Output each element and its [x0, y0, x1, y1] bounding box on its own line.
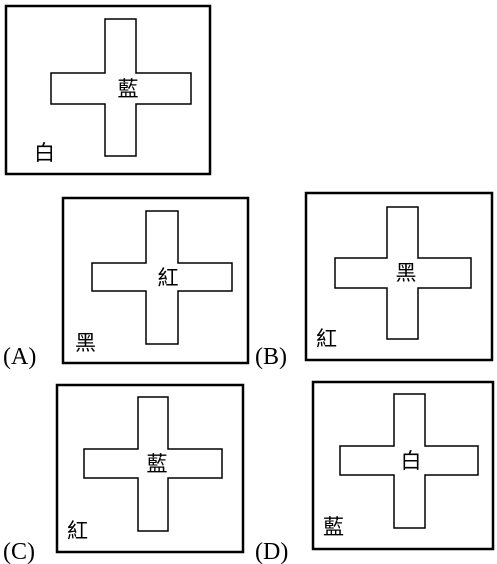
panel-question: 藍 白: [4, 4, 212, 176]
panel-option-c: (C) 藍 紅: [3, 383, 245, 564]
center-color-label: 藍: [147, 452, 168, 476]
option-label-a: (A): [3, 344, 36, 370]
corner-color-label: 紅: [67, 519, 88, 543]
cross-shape: [50, 18, 192, 157]
panel-frame: [55, 383, 245, 554]
center-color-label: 黑: [396, 261, 417, 285]
option-label-d: (D): [255, 539, 288, 564]
panel-frame: [304, 191, 494, 362]
panel-option-d: (D) 白 藍: [255, 380, 495, 564]
cross-shape: [83, 396, 223, 532]
center-color-label: 紅: [158, 266, 179, 290]
corner-color-label: 黑: [75, 331, 96, 355]
cross-shape: [91, 210, 233, 345]
panel-frame: [61, 196, 250, 365]
corner-color-label: 藍: [323, 515, 344, 539]
option-label-c: (C): [3, 539, 35, 564]
corner-color-label: 紅: [316, 327, 337, 351]
panel-option-b: (B) 黑 紅: [255, 191, 494, 370]
corner-color-label: 白: [34, 141, 55, 165]
center-color-label: 白: [401, 449, 422, 473]
center-color-label: 藍: [118, 77, 139, 101]
panel-frame: [311, 380, 495, 551]
cross-shape: [339, 393, 479, 529]
panel-frame: [4, 4, 212, 176]
cross-shape: [334, 206, 472, 340]
panel-option-a: (A) 紅 黑: [3, 196, 250, 370]
option-label-b: (B): [255, 344, 287, 370]
